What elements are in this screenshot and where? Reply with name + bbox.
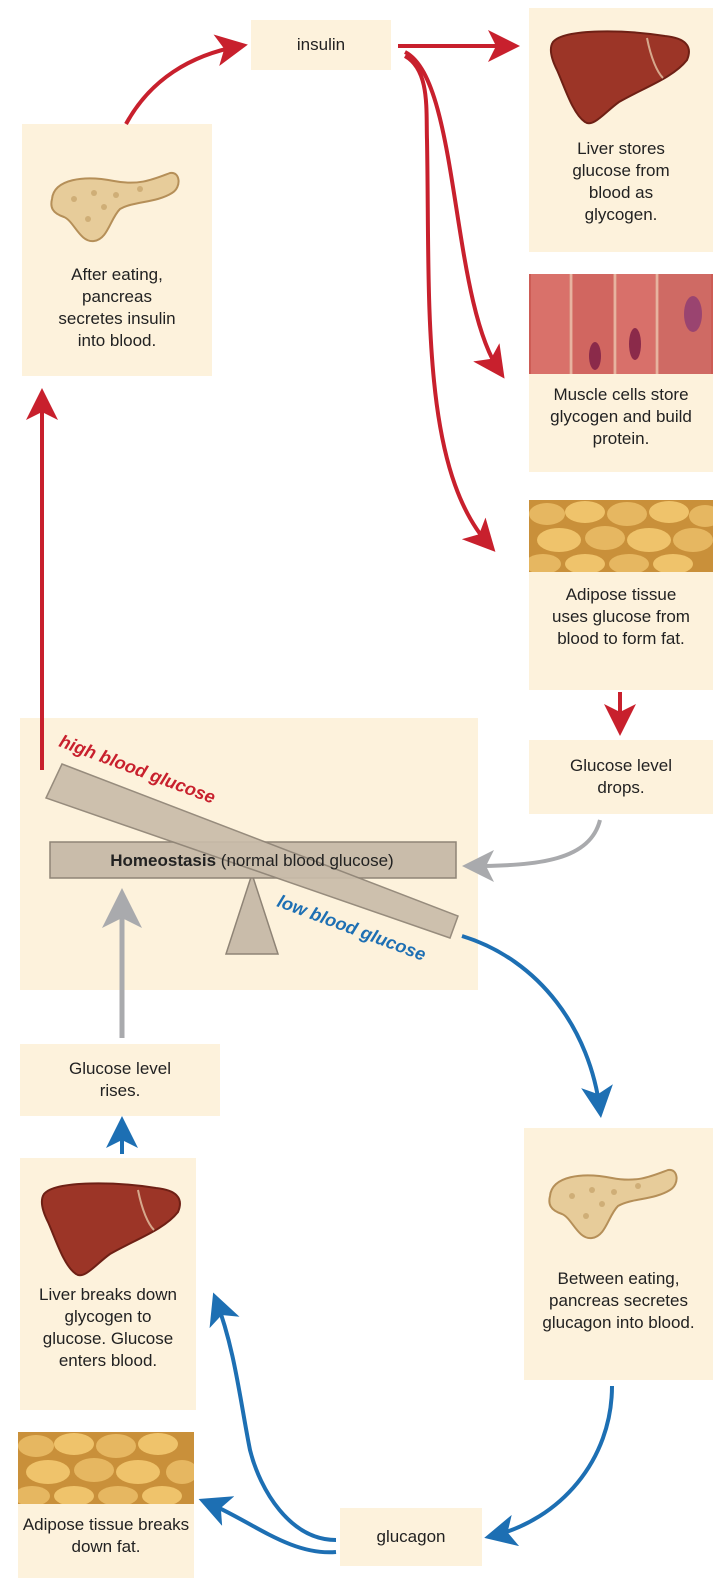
arrow-glucagon-to-adipose xyxy=(206,1502,336,1552)
arrow-drops-to-homeostasis xyxy=(470,820,600,866)
arrow-pancreas-to-insulin xyxy=(126,46,240,124)
homeostasis-rest: (normal blood glucose) xyxy=(216,851,394,870)
seesaw-fulcrum xyxy=(226,874,278,954)
homeostasis-bold: Homeostasis xyxy=(110,851,216,870)
arrow-insulin-to-adipose xyxy=(405,56,490,546)
arrow-insulin-to-muscle xyxy=(405,52,500,372)
homeostasis-text: Homeostasis (normal blood glucose) xyxy=(110,851,393,870)
arrow-low-to-pancreas xyxy=(462,936,600,1110)
arrow-pancreas-to-glucagon xyxy=(492,1386,612,1536)
arrow-glucagon-to-liver xyxy=(216,1300,336,1540)
